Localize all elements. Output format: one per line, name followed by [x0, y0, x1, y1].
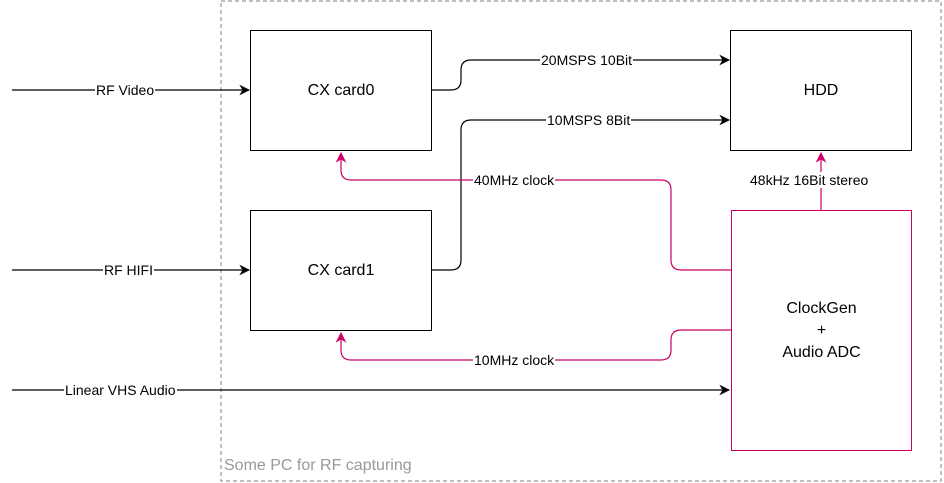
- clockgen-line-1: ClockGen: [786, 299, 857, 317]
- clockgen-label: ClockGen + Audio ADC: [782, 298, 860, 364]
- rf-hifi-label: RF HIFI: [103, 262, 154, 278]
- pc-group-border: [220, 0, 942, 482]
- rf-video-label: RF Video: [95, 82, 156, 98]
- clockgen-line-2: +: [816, 321, 827, 339]
- cx-card1-label: CX card1: [307, 261, 375, 279]
- card0-to-hdd-connector: [431, 54, 731, 91]
- clock10-connector: [335, 329, 731, 361]
- card1-to-hdd-connector: [431, 114, 731, 271]
- clockgen-block: ClockGen + Audio ADC: [731, 210, 912, 451]
- cx-card0-block: CX card0: [250, 30, 432, 151]
- hdd-block: HDD: [730, 30, 912, 151]
- card1-to-hdd-label: 10MSPS 8Bit: [546, 112, 632, 128]
- clockgen-line-3: Audio ADC: [782, 343, 861, 361]
- hdd-label: HDD: [803, 81, 839, 99]
- linear-audio-label: Linear VHS Audio: [64, 382, 177, 398]
- cx-card0-label: CX card0: [307, 81, 375, 99]
- audio-to-hdd-label: 48kHz 16Bit stereo: [749, 172, 870, 188]
- card0-to-hdd-label: 20MSPS 10Bit: [540, 52, 634, 68]
- clock40-label: 40MHz clock: [473, 172, 556, 188]
- clock10-label: 10MHz clock: [473, 352, 556, 368]
- pc-group-label: Some PC for RF capturing: [224, 457, 412, 474]
- cx-card1-block: CX card1: [250, 210, 432, 331]
- clock40-connector: [335, 151, 731, 271]
